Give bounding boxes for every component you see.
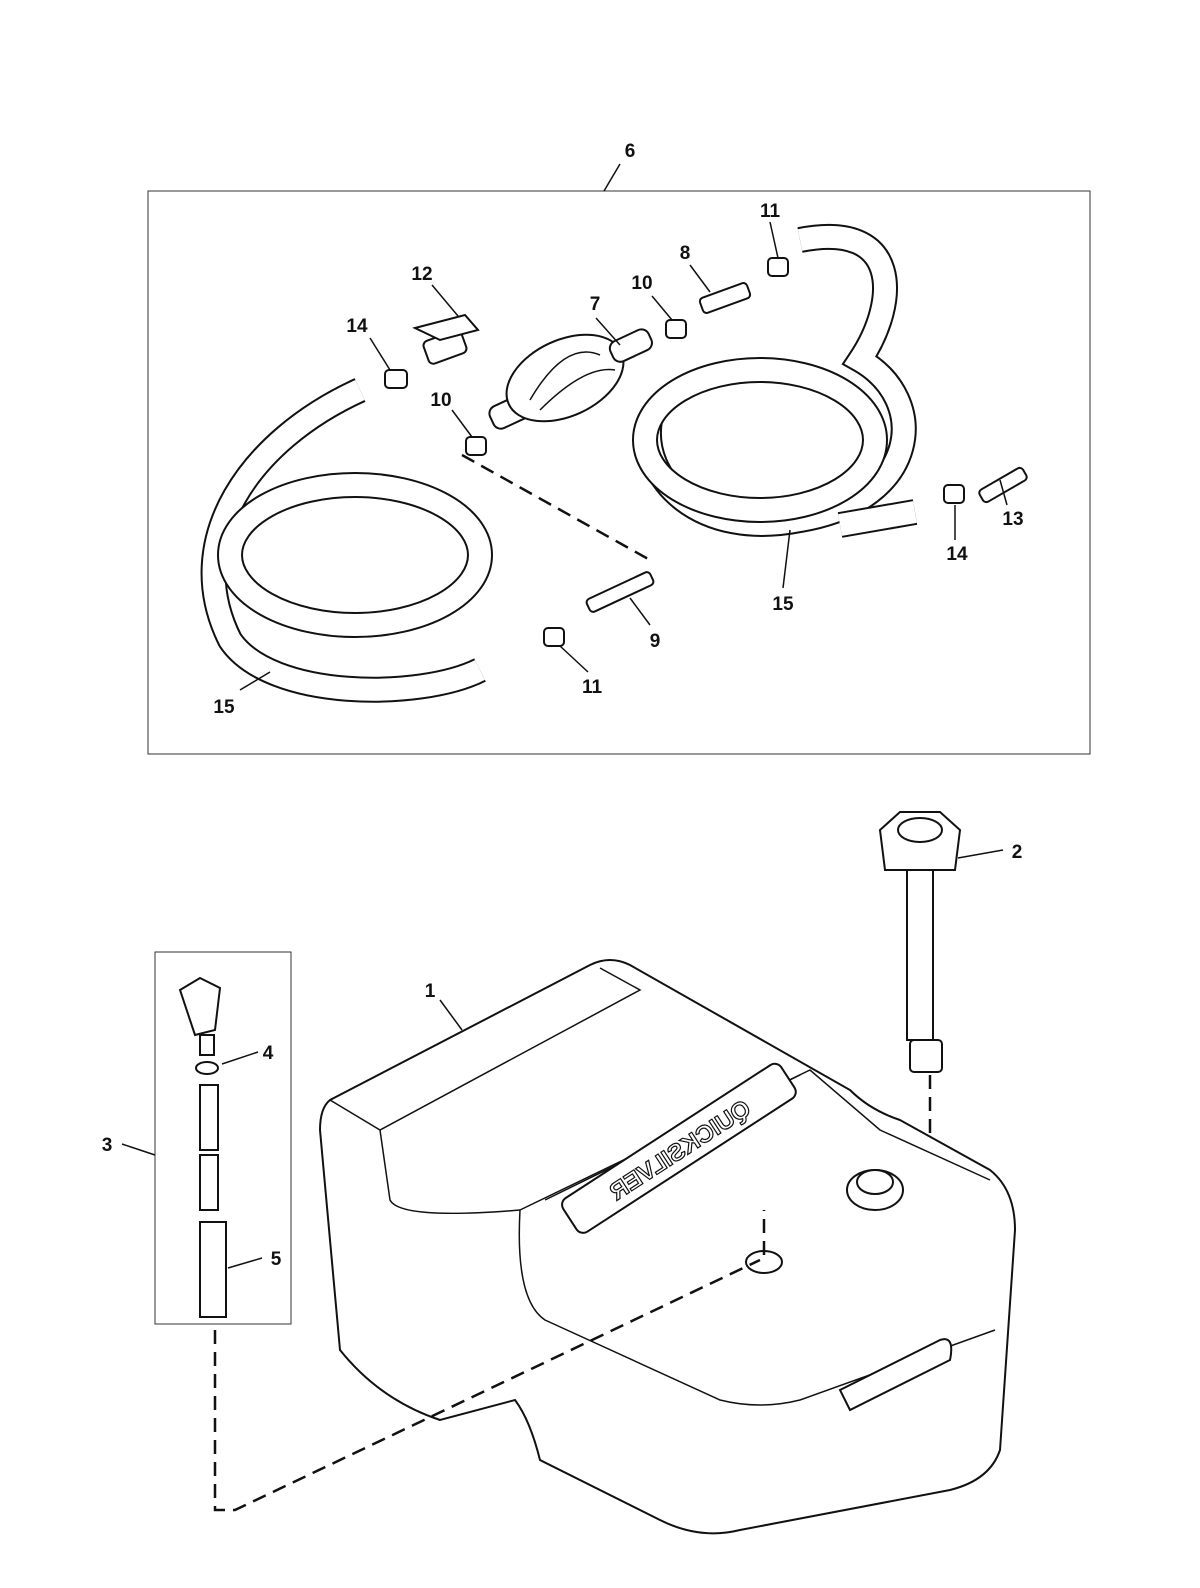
clamp-11b [543, 627, 565, 647]
leader-6 [603, 163, 621, 192]
fitting-8 [698, 282, 752, 314]
callout-12: 12 [411, 264, 432, 285]
callout-8: 8 [680, 243, 691, 264]
callout-10: 10 [631, 273, 652, 294]
callout-6: 6 [625, 141, 636, 162]
pickup-assembly-frame [154, 951, 292, 1325]
callout-5: 5 [271, 1249, 282, 1270]
clamp-10a [665, 319, 687, 339]
assembly-dash-line [461, 453, 651, 562]
fuel-gauge [878, 811, 962, 1073]
callout-9: 9 [650, 631, 661, 652]
fuel-pickup [178, 976, 227, 1318]
filter-5 [199, 1221, 227, 1318]
callout-2: 2 [1012, 842, 1023, 863]
callout-10: 10 [430, 390, 451, 411]
clamp-10b [465, 436, 487, 456]
pickup-dash-line [213, 1258, 761, 1512]
callout-7: 7 [590, 294, 601, 315]
callout-14: 14 [346, 316, 368, 337]
fuel-hose-right [632, 223, 918, 538]
clamp-14b [943, 484, 965, 504]
callout-4: 4 [263, 1043, 274, 1064]
fitting-13 [978, 466, 1028, 504]
primer-bulb [488, 328, 653, 430]
callout-13: 13 [1002, 509, 1023, 530]
callout-11: 11 [582, 677, 603, 698]
tank-handle [838, 1338, 953, 1412]
callout-14: 14 [946, 544, 968, 565]
fuel-line-kit-frame [147, 190, 1091, 755]
fuel-tank: QUICKSILVER [318, 959, 1017, 1535]
callout-3: 3 [102, 1135, 113, 1156]
callout-15: 15 [772, 594, 794, 615]
fuel-hose-left [200, 378, 493, 703]
o-ring-4 [195, 1061, 219, 1075]
clamp-14a [384, 369, 408, 389]
callout-1: 1 [425, 981, 436, 1002]
clamp-11a [767, 257, 789, 277]
callout-15: 15 [213, 697, 235, 718]
fuel-connector-12 [412, 313, 480, 365]
fitting-9 [585, 571, 655, 613]
callout-11: 11 [760, 201, 781, 222]
